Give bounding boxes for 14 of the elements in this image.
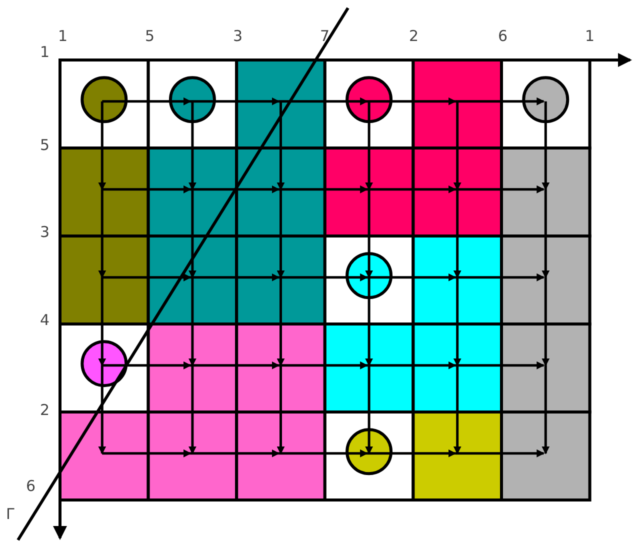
axis-tick-label: 4	[40, 312, 50, 328]
axis-tick-label: Γ	[6, 506, 14, 522]
axis-tick-label: 1	[40, 44, 50, 60]
axis-tick-label: 3	[40, 224, 50, 240]
axis-tick-label: 5	[40, 137, 50, 153]
axis-tick-label: 2	[409, 28, 419, 44]
axis-tick-label: 6	[26, 478, 36, 494]
axis-tick-label: 3	[233, 28, 243, 44]
axis-tick-label: 1	[58, 28, 68, 44]
axis-tick-label: 5	[145, 28, 155, 44]
axis-tick-label: 7	[320, 28, 330, 44]
axis-tick-label: 1	[585, 28, 595, 44]
axis-tick-label: 2	[40, 402, 50, 418]
axis-tick-label: 6	[498, 28, 508, 44]
